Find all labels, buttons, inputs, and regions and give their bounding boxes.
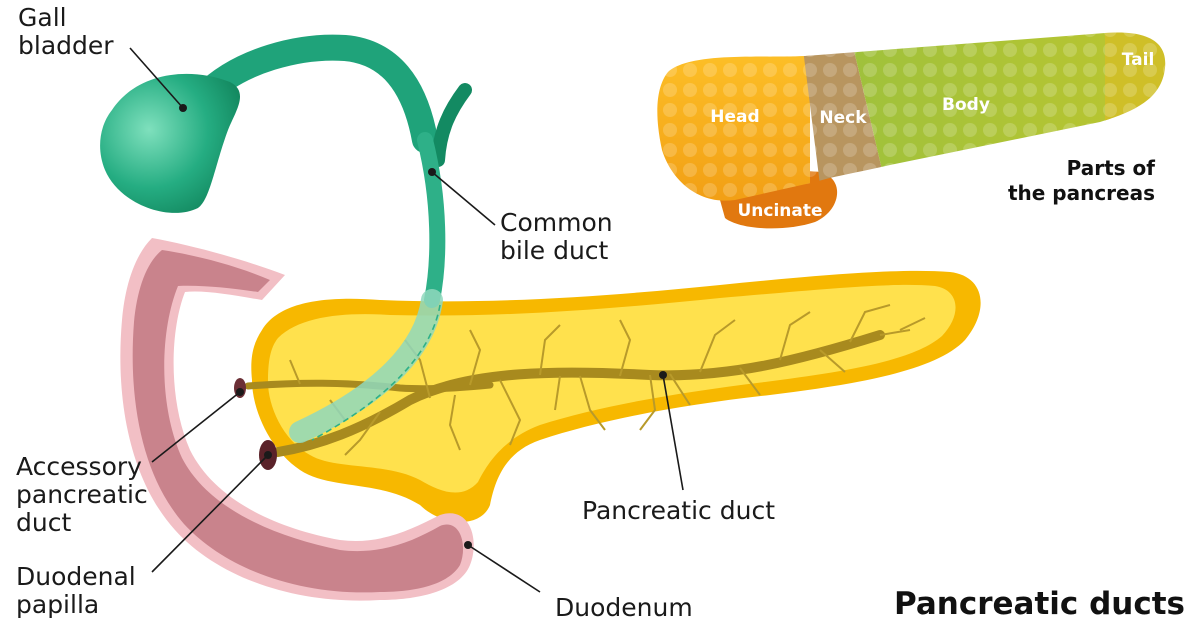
common-bile-duct-label-line1: Common: [500, 208, 613, 237]
pancreas-inner: [268, 284, 956, 493]
pancreas: [244, 270, 981, 522]
uncinate-label: Uncinate: [737, 201, 822, 221]
parts-inset: Head Neck Body Tail Uncinate Parts of th…: [657, 32, 1166, 229]
cystic-duct: [192, 34, 438, 153]
parts-heading-line2: the pancreas: [1008, 181, 1155, 205]
parts-heading-line1: Parts of: [1067, 156, 1156, 180]
duct-branches: [289, 304, 926, 456]
duodenum-label: Duodenum: [555, 593, 693, 622]
accessory-duct-label-line1: Accessory: [16, 452, 142, 481]
duodenal-papilla-label-line2: papilla: [16, 590, 99, 619]
duodenal-papilla-label-line1: Duodenal: [16, 562, 136, 591]
annotations: Gall bladder Common bile duct Accessory …: [16, 3, 775, 622]
accessory-duct-label-line3: duct: [16, 508, 71, 537]
gallbladder-sac: [100, 73, 241, 213]
main-pancreatic-duct: [273, 330, 885, 457]
accessory-duct: [244, 379, 494, 393]
tail-label: Tail: [1122, 50, 1155, 70]
head-label: Head: [710, 107, 759, 127]
figure-title: Pancreatic ducts: [894, 586, 1185, 622]
pancreatic-duct-label: Pancreatic duct: [582, 496, 775, 525]
common-bile-duct-label-line2: bile duct: [500, 236, 609, 265]
common-bile-duct: [289, 132, 446, 443]
gallbladder: [100, 34, 472, 213]
accessory-duct-label-line2: pancreatic: [16, 480, 148, 509]
neck-label: Neck: [819, 108, 867, 128]
body-label: Body: [942, 95, 990, 115]
duodenum-lumen: [132, 250, 464, 593]
hepatic-duct: [431, 83, 472, 167]
gall-bladder-label-line1: Gall: [18, 3, 67, 32]
gall-bladder-label-line2: bladder: [18, 31, 114, 60]
